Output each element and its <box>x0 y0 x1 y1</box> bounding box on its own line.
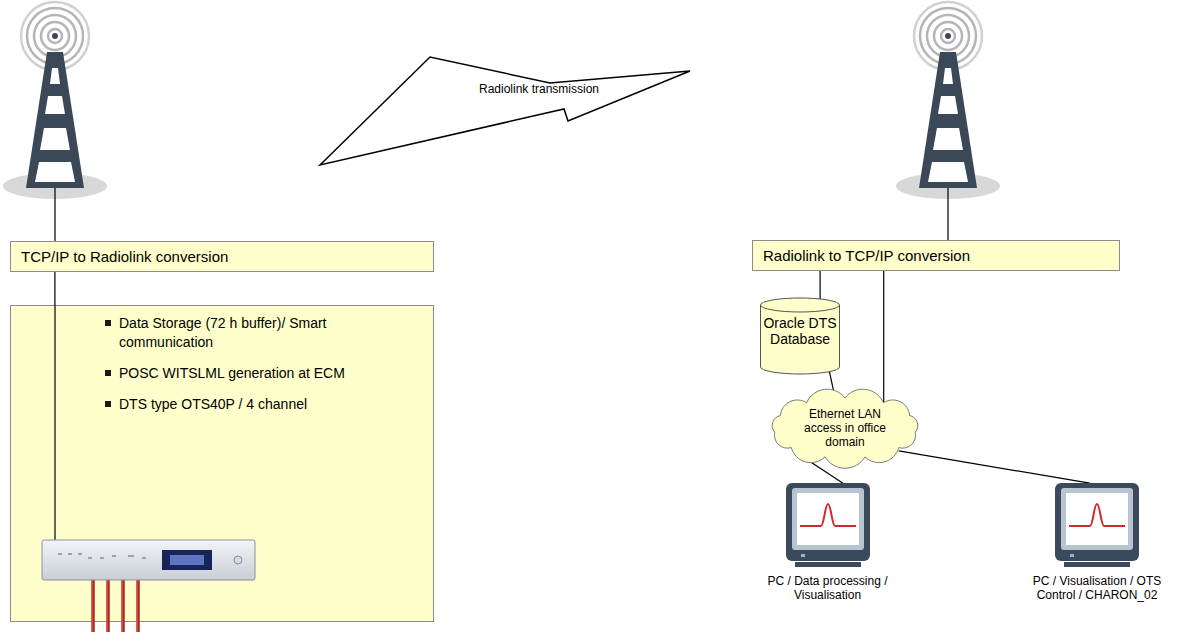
bullet-mark <box>105 401 111 407</box>
connector-line <box>54 272 55 305</box>
box-title: Radiolink to TCP/IP conversion <box>763 247 1109 264</box>
cylinder-rim <box>761 305 840 312</box>
pc-workstation: PC / Data processing / Visualisation <box>750 482 905 602</box>
bullet-item: Data Storage (72 h buffer)/ Smart commun… <box>104 314 421 352</box>
cloud-text-holder: Ethernet LAN access in office domain <box>790 407 900 449</box>
bullet-mark <box>105 320 111 326</box>
bullet-text: DTS type OTS40P / 4 channel <box>119 396 307 412</box>
pc-caption: PC / Data processing / Visualisation <box>750 574 905 602</box>
connector-line <box>883 271 884 402</box>
bolt-shape <box>320 57 690 165</box>
process-box: Radiolink to TCP/IP conversion <box>752 240 1120 271</box>
cylinder-body <box>761 298 840 374</box>
database-cylinder: Oracle DTS Database <box>760 298 840 374</box>
network-cloud: Ethernet LAN access in office domain <box>766 390 924 466</box>
bullet-text: Data Storage (72 h buffer)/ Smart commun… <box>119 315 327 350</box>
bullet-item: DTS type OTS40P / 4 channel <box>104 395 421 414</box>
cloud-shape <box>772 389 918 468</box>
bullet-text: POSC WITSLML generation at ECM <box>119 365 345 381</box>
bullet-item: POSC WITSLML generation at ECM <box>104 364 421 383</box>
pc-monitor <box>785 482 871 568</box>
radio-tower <box>896 2 1000 240</box>
process-box: TCP/IP to Radiolink conversion <box>10 241 434 272</box>
connector-line <box>899 451 1090 483</box>
bullet-mark <box>105 370 111 376</box>
cloud-label: Ethernet LAN access in office domain <box>790 407 900 449</box>
pc-workstation: PC / Visualisation / OTS Control / CHARO… <box>1024 482 1170 602</box>
radiolink-bolt: Radiolink transmission <box>318 55 694 170</box>
pc-caption: PC / Visualisation / OTS Control / CHARO… <box>1024 574 1170 602</box>
radio-tower <box>3 2 107 241</box>
database-label: Oracle DTS Database <box>763 315 837 347</box>
dts-unit <box>10 305 434 637</box>
bolt-label: Radiolink transmission <box>470 82 608 96</box>
bolt-outline <box>318 55 694 170</box>
pc-monitor <box>1054 482 1140 568</box>
device-box: Data Storage (72 h buffer)/ Smart commun… <box>10 305 434 622</box>
connector-line <box>819 271 820 300</box>
box-title: TCP/IP to Radiolink conversion <box>21 248 423 265</box>
